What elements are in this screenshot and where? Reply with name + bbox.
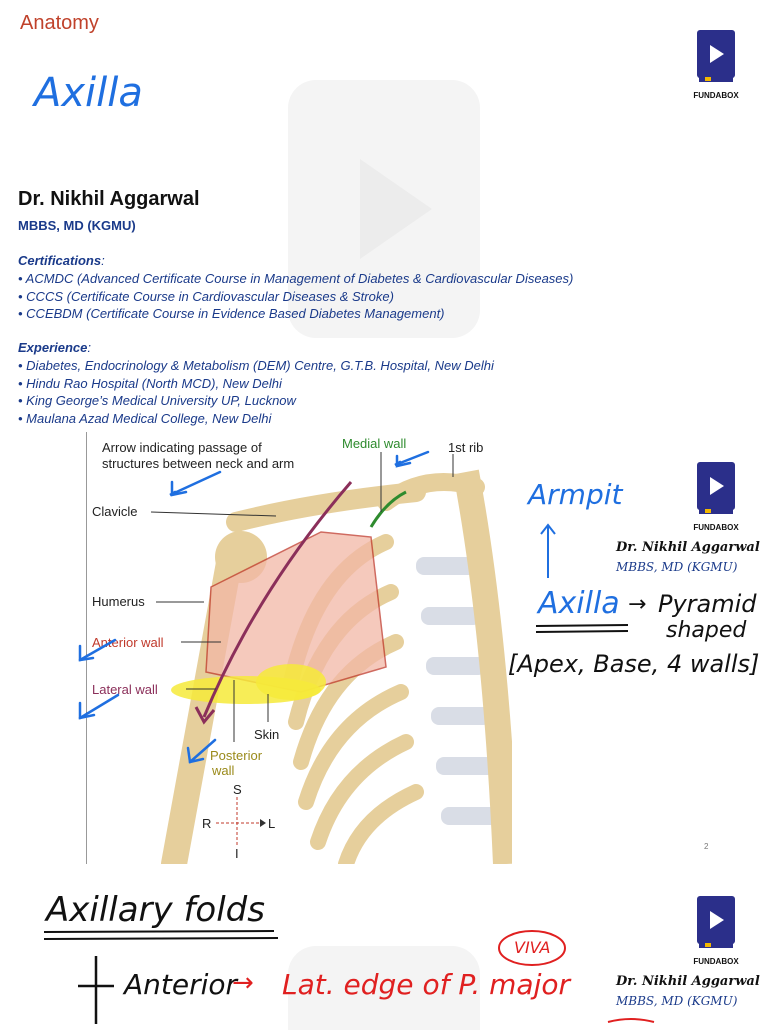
experience-item: • Hindu Rao Hospital (North MCD), New De… xyxy=(18,375,282,391)
up-arrow-icon xyxy=(540,523,556,578)
watermark-logo-2 xyxy=(288,946,480,1030)
watermark-logo xyxy=(288,80,480,338)
compass-l: L xyxy=(268,816,276,831)
medial-wall-label: Medial wall xyxy=(342,436,407,451)
certification-item: • ACMDC (Advanced Certificate Course in … xyxy=(18,271,574,286)
humerus-label: Humerus xyxy=(92,594,145,609)
signature-degree-3: MBBS, MD (KGMU) xyxy=(616,994,738,1008)
author-name: Dr. Nikhil Aggarwal xyxy=(18,188,200,210)
fundabox-logo: FUNDABOX xyxy=(686,30,746,100)
annotation-arrows xyxy=(78,450,430,764)
axilla-diagram: Arrow indicating passage of structures b… xyxy=(86,432,512,864)
viva-circle xyxy=(498,930,566,966)
fundabox-logo-2: FUNDABOX xyxy=(686,462,746,532)
arrow-label: Arrow indicating passage of structures b… xyxy=(102,440,294,472)
arrow-label-line2: structures between neck and arm xyxy=(102,456,295,471)
note-axilla: Axilla xyxy=(538,586,620,621)
bracket-mark xyxy=(78,956,114,1024)
certification-item: • CCCS (Certificate Course in Cardiovasc… xyxy=(18,288,394,304)
fundabox-wordmark: FUNDABOX xyxy=(693,523,739,532)
note-arrow-red: → xyxy=(232,968,254,998)
experience-item: • King George’s Medical University UP, L… xyxy=(18,393,296,408)
red-scribble xyxy=(607,1018,655,1023)
signature-name: Dr. Nikhil Aggarwal xyxy=(616,540,760,555)
fundabox-logo-3: FUNDABOX xyxy=(686,896,746,966)
note-axillary-folds: Axillary folds xyxy=(46,890,265,930)
clavicle-label: Clavicle xyxy=(92,504,138,519)
anterior-wall-label: Anterior wall xyxy=(92,635,164,650)
note-viva: VIVA xyxy=(514,938,551,957)
note-anterior: Anterior xyxy=(124,968,238,1001)
play-book-icon xyxy=(697,30,735,82)
axilla-illustration xyxy=(86,432,512,864)
note-pyramid: Pyramid xyxy=(658,590,757,618)
subject-title: Anatomy xyxy=(20,12,99,34)
certifications-section: Certifications: • ACMDC (Advanced Certif… xyxy=(18,253,574,321)
skin-label: Skin xyxy=(254,727,280,742)
certifications-title: Certifications xyxy=(18,253,102,268)
play-book-icon xyxy=(697,896,735,948)
experience-title: Experience xyxy=(18,340,88,355)
experience-section: Experience: • Diabetes, Endocrinology & … xyxy=(18,340,494,426)
note-lat-edge: Lat. edge of P. major xyxy=(282,968,571,1001)
experience-item: • Maulana Azad Medical College, New Delh… xyxy=(18,410,272,426)
play-book-icon xyxy=(697,462,735,514)
experience-item: • Diabetes, Endocrinology & Metabolism (… xyxy=(18,358,494,373)
posterior-wall-line1: Posterior xyxy=(210,748,263,763)
fundabox-wordmark: FUNDABOX xyxy=(693,957,739,966)
fundabox-wordmark: FUNDABOX xyxy=(693,91,739,100)
signature-name-3: Dr. Nikhil Aggarwal xyxy=(616,974,760,989)
compass-i: I xyxy=(235,846,239,861)
compass-r: R xyxy=(202,816,212,831)
first-rib-label: 1st rib xyxy=(448,440,484,455)
compass-s: S xyxy=(233,782,242,797)
underline-mark xyxy=(535,624,629,633)
title-underline xyxy=(43,930,279,940)
note-arrow: → xyxy=(628,592,647,617)
signature-degree: MBBS, MD (KGMU) xyxy=(616,560,738,574)
note-armpit: Armpit xyxy=(528,478,623,511)
note-shaped: shaped xyxy=(666,618,747,643)
posterior-wall-label: Posterior wall xyxy=(210,748,262,778)
author-degree: MBBS, MD (KGMU) xyxy=(18,218,136,233)
lateral-wall-label: Lateral wall xyxy=(92,682,158,697)
posterior-wall-line2: wall xyxy=(212,763,235,778)
arrow-label-line1: Arrow indicating passage of xyxy=(102,440,262,455)
certification-item: • CCEBDM (Certificate Course in Evidence… xyxy=(18,306,445,321)
note-list: [Apex, Base, 4 walls] xyxy=(508,650,760,678)
handwritten-title: Axilla xyxy=(34,70,143,116)
page-number: 2 xyxy=(704,842,709,851)
